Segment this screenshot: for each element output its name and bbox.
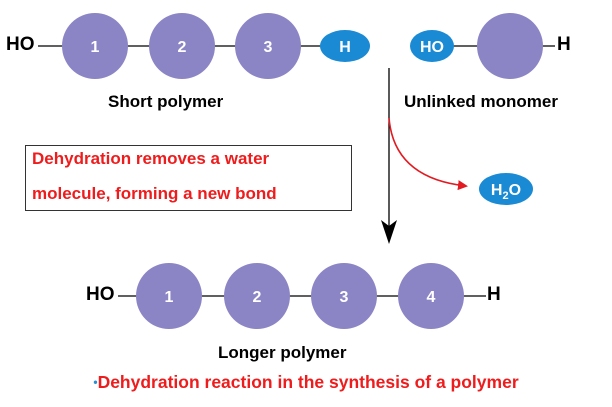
monomer-h-label: H [557, 34, 571, 55]
long-monomer-4-label: 4 [427, 289, 436, 306]
caption-text: Dehydration reaction in the synthesis of… [97, 372, 519, 392]
short-polymer-label: Short polymer [108, 92, 224, 111]
longer-polymer-h-label: H [487, 284, 501, 305]
short-polymer-ho-label: HO [6, 34, 35, 55]
long-monomer-2 [224, 263, 290, 329]
monomer-ho-label: HO [420, 39, 444, 56]
unlinked-monomer-label: Unlinked monomer [404, 92, 558, 111]
unlinked-monomer-circle [477, 13, 543, 79]
short-polymer-h-group [320, 30, 370, 62]
long-monomer-2-label: 2 [253, 289, 262, 306]
short-monomer-3 [235, 13, 301, 79]
note-line-2: molecule, forming a new bond [32, 184, 277, 203]
caption-bullet: • [93, 375, 98, 389]
water-molecule [479, 173, 533, 205]
long-monomer-1 [136, 263, 202, 329]
reaction-arrow-head [381, 220, 397, 244]
water-release-arrow [388, 117, 468, 191]
water-formula: H2O [491, 182, 521, 202]
short-monomer-2-label: 2 [178, 39, 187, 56]
long-monomer-3 [311, 263, 377, 329]
short-monomer-2 [149, 13, 215, 79]
long-monomer-4 [398, 263, 464, 329]
dehydration-note-box: Dehydration removes a water molecule, fo… [25, 145, 352, 211]
long-monomer-1-label: 1 [165, 289, 174, 306]
short-monomer-3-label: 3 [264, 39, 273, 56]
short-monomer-1 [62, 13, 128, 79]
short-polymer-h-label: H [339, 39, 351, 56]
monomer-ho-group [410, 30, 454, 62]
note-line-1: Dehydration removes a water [32, 149, 270, 168]
long-monomer-3-label: 3 [340, 289, 349, 306]
short-monomer-1-label: 1 [91, 39, 100, 56]
longer-polymer-ho-label: HO [86, 284, 115, 305]
longer-polymer-label: Longer polymer [218, 343, 347, 362]
figure-caption: •Dehydration reaction in the synthesis o… [0, 372, 612, 393]
